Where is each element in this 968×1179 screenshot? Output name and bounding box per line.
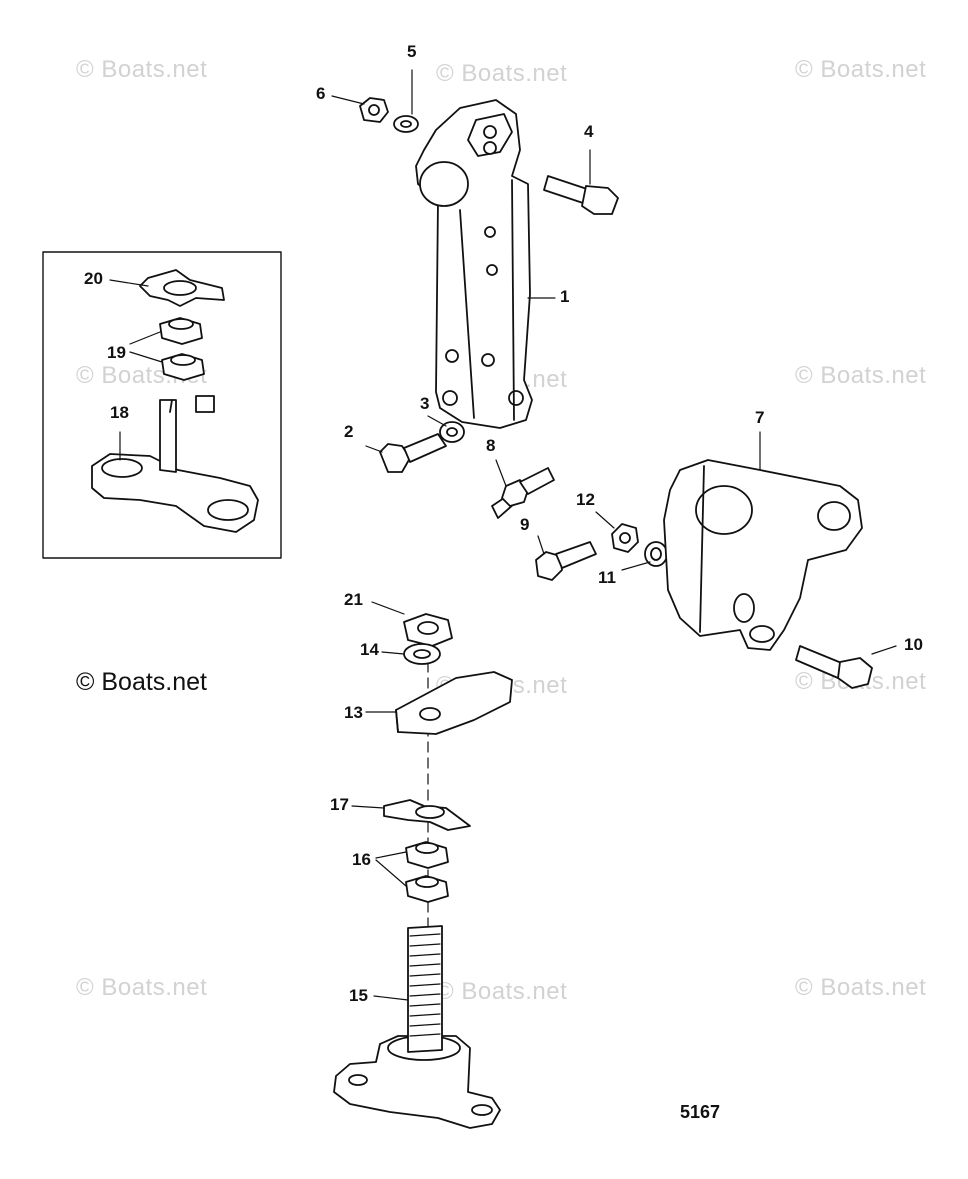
part-1-bracket	[415, 99, 533, 429]
callout-20: 20	[84, 269, 103, 288]
part-10-bolt	[795, 645, 873, 689]
callout-7: 7	[755, 408, 765, 427]
callout-21: 21	[344, 590, 363, 609]
part-16-nut	[405, 875, 449, 903]
part-20-tab-washer	[139, 269, 225, 307]
part-21-nut	[403, 613, 453, 647]
part-15-threaded-stud-mount	[333, 925, 501, 1129]
part-13-terminal-block	[395, 671, 513, 735]
callout-10: 10	[904, 635, 923, 654]
leader-lines	[109, 69, 897, 1001]
callout-17: 17	[330, 795, 349, 814]
callout-2: 2	[344, 422, 354, 441]
part-14-washer	[403, 643, 441, 665]
part-16-nut	[405, 841, 449, 869]
drawing-number: 5167	[680, 1102, 721, 1122]
brand-copyright: © Boats.net	[76, 668, 207, 696]
inset-frame	[42, 251, 282, 559]
callout-15: 15	[349, 986, 368, 1005]
part-19-nut	[159, 317, 203, 345]
watermark: © Boats.net	[76, 974, 208, 1001]
part-18-stud-bracket	[91, 395, 259, 533]
callout-8: 8	[486, 436, 496, 455]
part-6-nut	[359, 97, 389, 123]
callout-3: 3	[420, 394, 430, 413]
watermark: © Boats.net	[436, 978, 568, 1005]
callout-14: 14	[360, 640, 379, 659]
callout-9: 9	[520, 515, 530, 534]
watermark: © Boats.net	[76, 56, 208, 83]
part-8-stud	[491, 467, 555, 519]
part-5-lock-washer	[393, 115, 419, 133]
callout-1: 1	[560, 287, 570, 306]
callout-19: 19	[107, 343, 126, 362]
callout-5: 5	[407, 42, 417, 61]
part-4-bolt	[543, 175, 619, 215]
callout-13: 13	[344, 703, 363, 722]
watermark: © Boats.net	[795, 56, 927, 83]
watermark: © Boats.net	[795, 362, 927, 389]
callout-4: 4	[584, 122, 594, 141]
part-19-nut	[161, 353, 205, 381]
callout-18: 18	[110, 403, 129, 422]
part-9-bolt	[535, 541, 597, 581]
watermark: © Boats.net	[436, 60, 568, 87]
callout-6: 6	[316, 84, 326, 103]
callout-11: 11	[598, 568, 616, 587]
callout-12: 12	[576, 490, 595, 509]
part-17-tab-washer	[383, 799, 471, 831]
part-2-bolt	[379, 433, 447, 473]
part-12-nut	[611, 523, 639, 553]
part-7-mount-bracket	[663, 459, 863, 651]
watermark: © Boats.net	[795, 974, 927, 1001]
part-3-washer	[439, 421, 465, 443]
callout-16: 16	[352, 850, 371, 869]
